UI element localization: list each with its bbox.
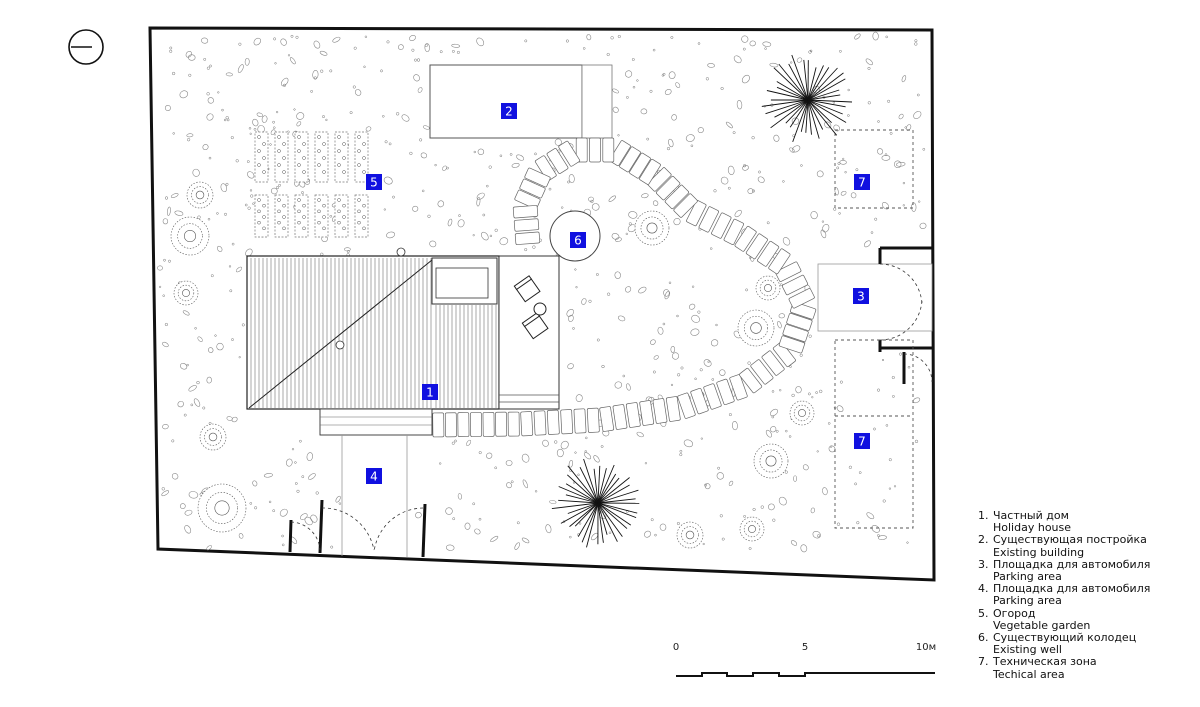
plot-boundary xyxy=(148,26,936,582)
scale-tick-10: 10м xyxy=(916,642,936,653)
gravel-texture xyxy=(157,31,927,553)
stepping-stone-path xyxy=(432,137,817,438)
north-arrow-icon xyxy=(68,29,104,65)
zone-label-7-north: 7 xyxy=(854,174,870,190)
svg-text:4: 4 xyxy=(370,470,378,484)
trees-and-shrubs xyxy=(170,54,853,549)
svg-text:1: 1 xyxy=(426,386,434,400)
scale-tick-0: 0 xyxy=(673,642,679,653)
vegetable-garden xyxy=(254,131,369,238)
scale-bar: 0 5 10м xyxy=(673,642,936,677)
zone-label-4: 4 xyxy=(366,468,382,484)
svg-text:3: 3 xyxy=(857,290,865,304)
technical-zones xyxy=(834,129,914,529)
parking-area-east xyxy=(817,246,934,384)
zone-label-2: 2 xyxy=(501,103,517,119)
svg-text:5: 5 xyxy=(370,176,378,190)
zone-label-5: 5 xyxy=(366,174,382,190)
zone-label-6: 6 xyxy=(570,232,586,248)
zone-label-1: 1 xyxy=(422,384,438,400)
zone-label-7-south: 7 xyxy=(854,433,870,449)
svg-text:2: 2 xyxy=(505,105,513,119)
svg-text:7: 7 xyxy=(858,176,866,190)
scale-tick-5: 5 xyxy=(802,642,808,653)
parking-area-south xyxy=(288,435,427,558)
existing-building xyxy=(429,64,613,139)
svg-text:7: 7 xyxy=(858,435,866,449)
svg-text:6: 6 xyxy=(574,234,582,248)
zone-label-3: 3 xyxy=(853,288,869,304)
holiday-house xyxy=(246,247,500,436)
terrace xyxy=(498,255,560,410)
